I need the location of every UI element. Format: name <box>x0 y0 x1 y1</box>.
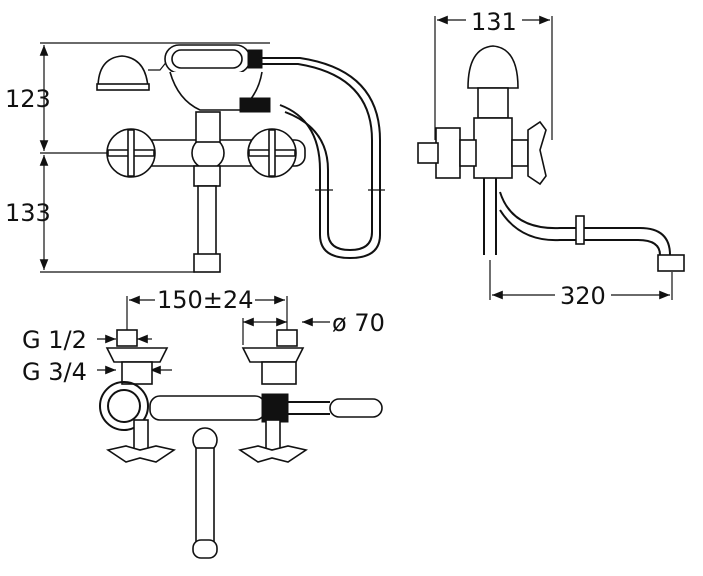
right-cross-handle <box>247 128 297 178</box>
dim-side-width: 131 <box>471 8 517 36</box>
side-view: 131 320 <box>417 8 685 310</box>
label-thread-small: G 1/2 <box>22 326 87 354</box>
top-right-cross-handle <box>237 419 309 463</box>
dim-side-spout-reach: 320 <box>560 282 606 310</box>
dim-top-center-distance: 150±24 <box>157 286 253 314</box>
label-thread-large: G 3/4 <box>22 358 87 386</box>
top-left-cross-handle <box>105 419 177 463</box>
shower-head <box>97 55 149 89</box>
left-cross-handle <box>106 128 156 178</box>
dim-front-upper-height: 123 <box>5 85 51 113</box>
top-view: 150±24 ø 70 G 1/2 G 3/4 <box>22 286 385 559</box>
hose-connector <box>239 97 271 113</box>
dim-front-lower-height: 133 <box>5 199 51 227</box>
front-view: 123 133 <box>5 42 385 273</box>
dim-top-diameter: ø 70 <box>332 309 385 337</box>
